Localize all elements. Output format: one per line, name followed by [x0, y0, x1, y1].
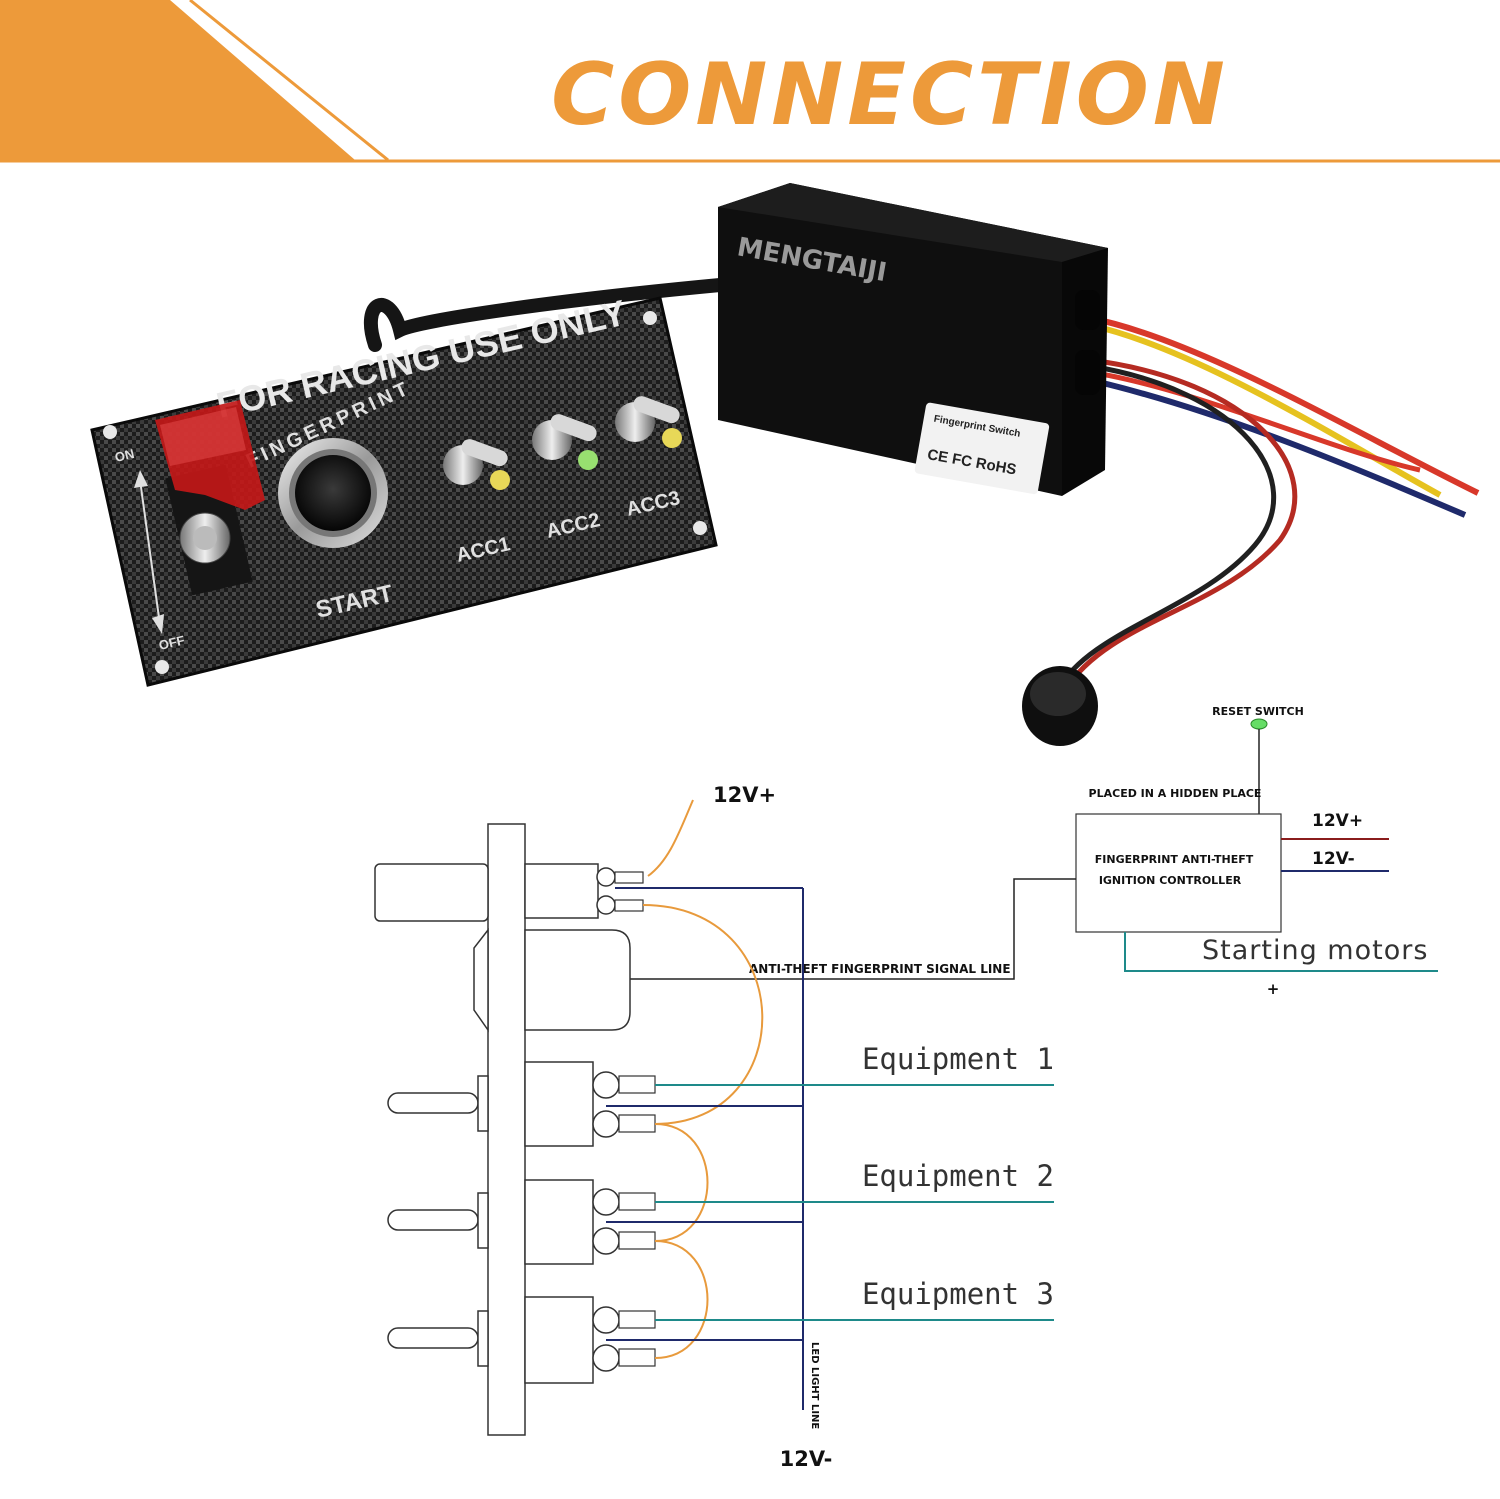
equipment-2-label: Equipment 2: [862, 1159, 1054, 1193]
red-safety-cover: [155, 400, 265, 596]
top-pos-label: 12V+: [713, 783, 776, 807]
panel-on-off-arrow: [139, 479, 161, 626]
wire-red-2: [1089, 369, 1421, 473]
acc3-toggle-photo: [615, 396, 682, 448]
ignition-controller-box: [1075, 813, 1282, 933]
jumper-arc-2: [654, 1240, 709, 1359]
wire-yellow: [1089, 322, 1442, 498]
header-accent-triangle: [0, 0, 355, 160]
panel-plate: [487, 823, 526, 1436]
reset-switch-label: RESET SWITCH: [1212, 705, 1304, 718]
controller-pos-label: 12V+: [1312, 811, 1363, 831]
controller-box: MENGTAIJI Fingerprint Switch CE FC RoHS: [718, 183, 1108, 496]
fingerprint-button-symbol: [473, 927, 631, 1033]
wire-reset-red: [1062, 357, 1298, 692]
product-illustration: MENGTAIJI Fingerprint Switch CE FC RoHS …: [90, 183, 1480, 746]
jumper-arc-1: [654, 1123, 709, 1242]
hidden-place-label: PLACED IN A HIDDEN PLACE: [1089, 787, 1262, 800]
starting-motors-label: Starting motors: [1202, 935, 1428, 966]
starting-motors-plus: +: [1267, 980, 1280, 998]
panel-on-label: ON: [113, 446, 135, 465]
jumper-arc-main: [642, 904, 764, 1125]
acc2-toggle-photo: [532, 414, 598, 470]
acc1-toggle-photo: [443, 439, 510, 490]
panel-off-label: OFF: [157, 632, 186, 652]
equipment-3-label: Equipment 3: [862, 1277, 1054, 1311]
equipment-1-label: Equipment 1: [862, 1042, 1054, 1076]
wire-reset-black: [1055, 363, 1277, 692]
signal-line-label: ANTI-THEFT FINGERPRINT SIGNAL LINE: [749, 962, 1011, 976]
signal-line: [630, 878, 1076, 980]
controller-label-line1: FINGERPRINT ANTI-THEFT: [1095, 853, 1254, 866]
led-line-label: LED LIGHT LINE: [809, 1342, 820, 1429]
reset-button-photo: [1022, 666, 1098, 746]
top-pos-wire: [647, 799, 694, 877]
toggle-switch-3: [387, 1296, 656, 1384]
starting-motors-wire: [1124, 932, 1438, 972]
panel-cable: [363, 278, 727, 352]
bottom-neg-label: 12V-: [780, 1447, 833, 1471]
toggle-switch-1: [387, 1061, 656, 1147]
page-title: CONNECTION: [551, 45, 1229, 145]
toggle-switch-2: [387, 1179, 656, 1265]
controller-label-line2: IGNITION CONTROLLER: [1099, 874, 1242, 887]
switch-panel: FOR RACING USE ONLY FINGERPRINT ON OFF: [90, 292, 718, 687]
box-sticker: [914, 402, 1050, 495]
controller-neg-label: 12V-: [1312, 849, 1355, 869]
header-diagonal-line: [189, 0, 389, 162]
wiring-diagram: RESET SWITCH PLACED IN A HIDDEN PLACE FI…: [374, 705, 1438, 1471]
master-switch-symbol: [374, 863, 644, 922]
reset-switch-indicator: [1250, 718, 1268, 730]
wire-navy: [1089, 377, 1467, 518]
start-button-photo: [278, 438, 388, 548]
wire-red-1: [1089, 315, 1480, 496]
header: CONNECTION: [0, 0, 1500, 163]
